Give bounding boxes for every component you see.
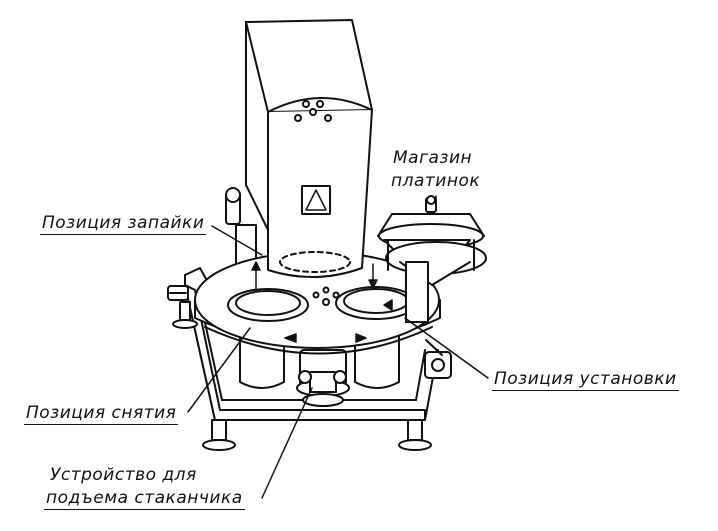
leader-lines <box>187 195 489 499</box>
cup-lift-device <box>296 349 350 407</box>
label-lift-device-line1: Устройство для <box>50 465 197 485</box>
right-fittings <box>424 339 452 379</box>
label-magazine-line2: платинок <box>391 171 481 191</box>
leveling-feet <box>172 301 432 451</box>
lid-magazine <box>377 195 487 323</box>
label-sealing-position: Позиция запайки <box>40 213 207 235</box>
label-removal-position: Позиция снятия <box>24 403 179 425</box>
label-magazine-line1: Магазин <box>393 148 473 168</box>
sealing-head <box>245 19 373 278</box>
label-lift-device-line2: подъема стаканчика <box>44 488 245 510</box>
label-install-position: Позиция установки <box>492 369 679 391</box>
motion-arrows <box>251 261 393 343</box>
